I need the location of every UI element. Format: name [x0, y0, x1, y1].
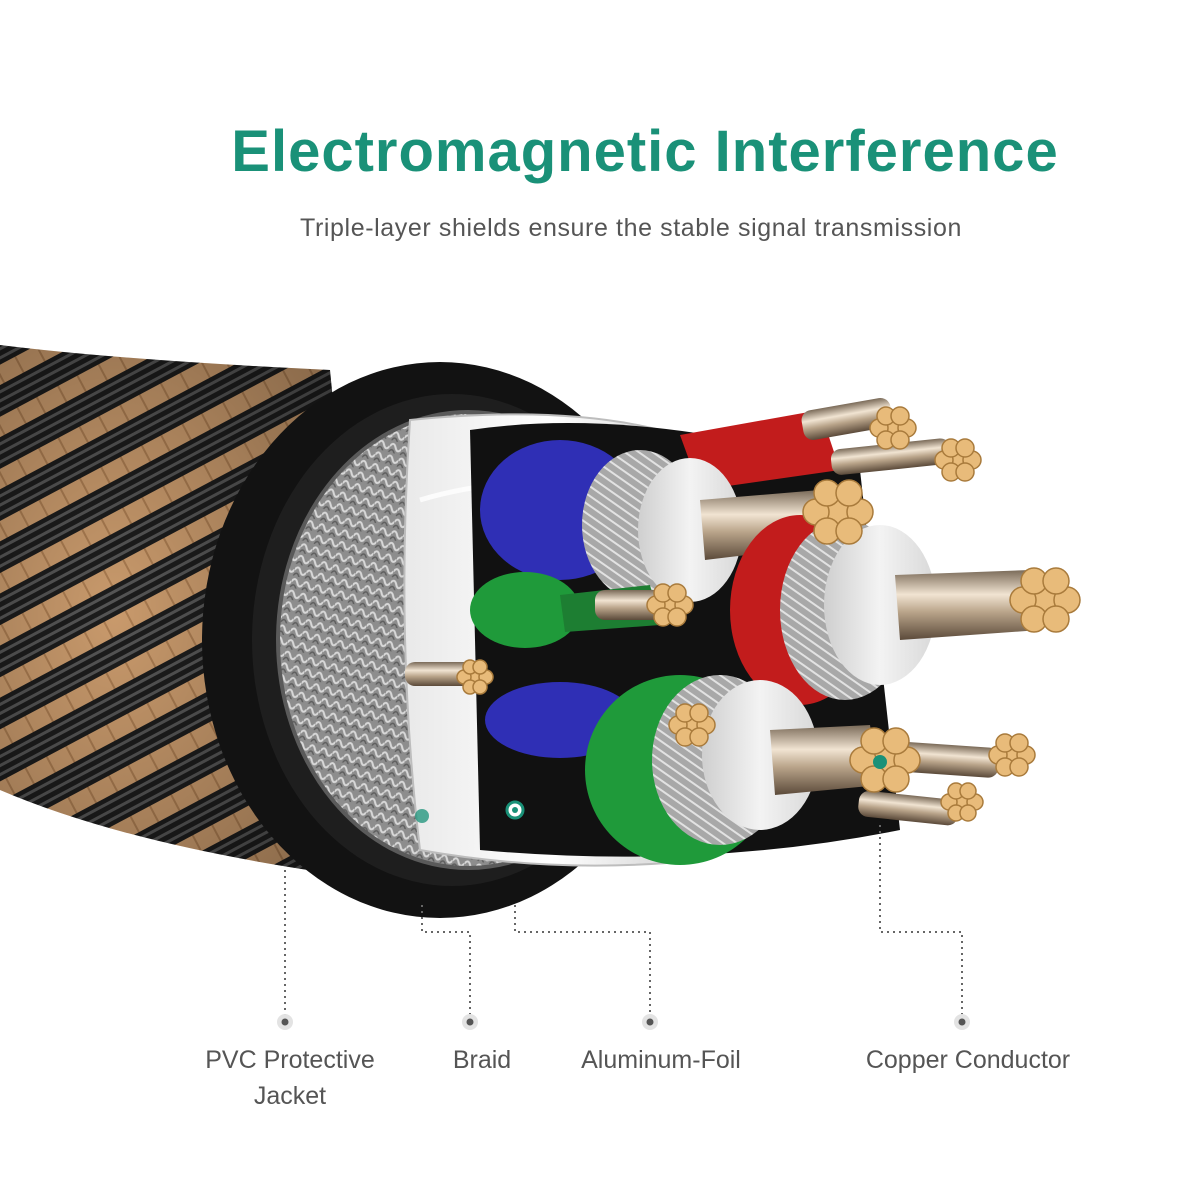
- label-braid: Braid: [452, 1046, 512, 1074]
- callout-endpoints: [277, 1014, 970, 1030]
- page-title: Electromagnetic Interference: [231, 119, 1059, 184]
- page-subtitle: Triple-layer shields ensure the stable s…: [300, 214, 962, 242]
- label-pvc-jacket: PVC Protective Jacket: [205, 1046, 375, 1110]
- label-aluminum-foil: Aluminum-Foil: [581, 1046, 741, 1074]
- conductor-bundle: [405, 397, 1040, 865]
- label-copper-conductor: Copper Conductor: [865, 1046, 1071, 1074]
- copper-strand-ends: [456, 406, 1081, 822]
- callout-markers: [415, 755, 887, 823]
- leader-lines: [284, 825, 963, 1018]
